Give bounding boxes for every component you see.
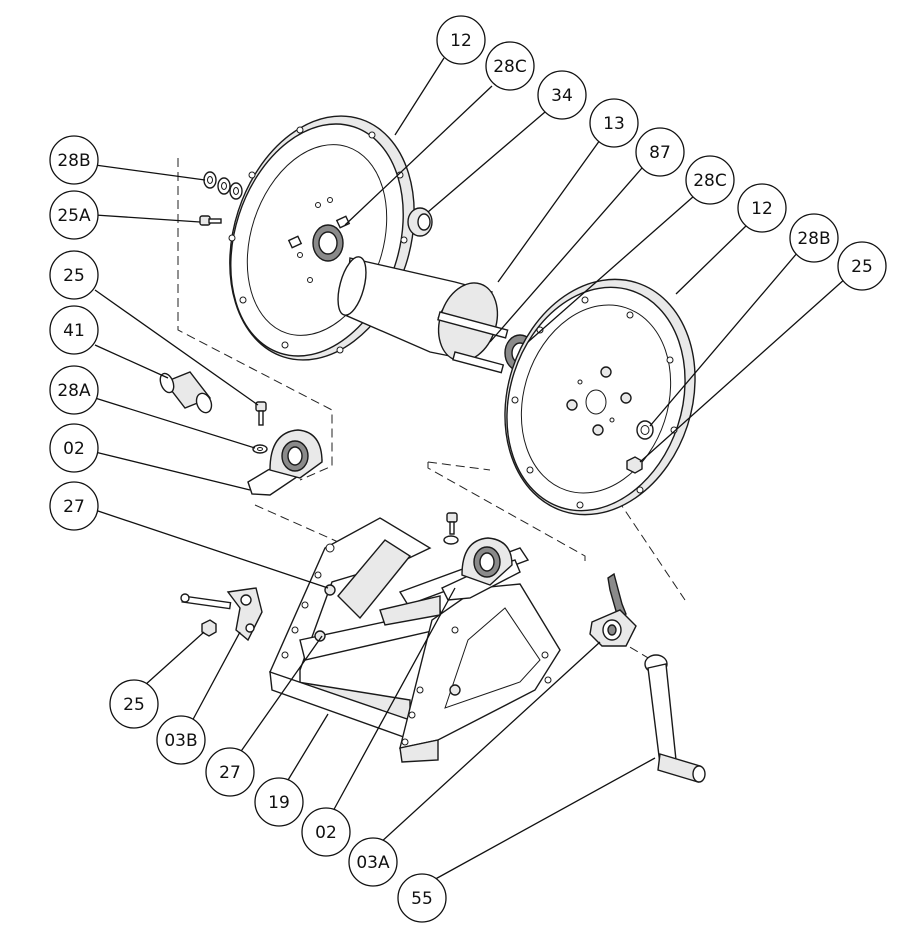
callout-25-left: 25 [49, 250, 99, 300]
callout-label: 28A [57, 381, 91, 401]
callout-25-right: 25 [837, 241, 887, 291]
callout-label: 28C [693, 171, 727, 191]
reel-drum [337, 256, 509, 374]
callout-19: 19 [254, 777, 304, 827]
callout-label: 13 [603, 114, 625, 134]
callout-label: 27 [63, 497, 85, 517]
bolt-25a [199, 215, 222, 226]
base-frame [269, 517, 561, 763]
callout-03b: 03B [156, 715, 206, 765]
callout-28c-top: 28C [485, 41, 535, 91]
swivel-coupling-41 [159, 371, 213, 414]
callout-02-left: 02 [49, 423, 99, 473]
callout-label: 25 [63, 266, 85, 286]
callout-label: 25 [851, 257, 873, 277]
callout-13: 13 [589, 98, 639, 148]
callout-label: 41 [63, 321, 85, 341]
callout-label: 12 [450, 31, 472, 51]
callout-28a: 28A [49, 365, 99, 415]
left-flange-hub [287, 215, 351, 262]
callout-label: 28B [57, 151, 90, 171]
callout-label: 87 [649, 143, 671, 163]
callout-label: 55 [411, 889, 433, 909]
right-flange-nut-25 [626, 456, 643, 474]
washer-stack-28b [203, 171, 243, 200]
callout-41: 41 [49, 305, 99, 355]
callout-03a: 03A [348, 837, 398, 887]
leader-lines [94, 57, 847, 883]
callout-label: 19 [268, 793, 290, 813]
left-pillow-block-bearing [247, 401, 323, 496]
callout-label: 34 [551, 86, 573, 106]
drum-tab-part-34 [407, 207, 433, 237]
callout-28c-right: 28C [685, 155, 735, 205]
callout-34: 34 [537, 70, 587, 120]
callout-label: 02 [315, 823, 337, 843]
assembly-guide-lines [177, 158, 686, 663]
callout-label: 27 [219, 763, 241, 783]
callout-label: 28B [797, 229, 830, 249]
callout-12-top: 12 [436, 15, 486, 65]
callout-25a: 25A [49, 190, 99, 240]
callout-12-right: 12 [737, 183, 787, 233]
right-pillow-block-bearing [441, 512, 521, 601]
brake-assembly-03b [180, 587, 263, 642]
callout-label: 25A [57, 206, 91, 226]
callout-02-bottom: 02 [301, 807, 351, 857]
callout-28b-right: 28B [789, 213, 839, 263]
callout-label: 03B [164, 731, 197, 751]
callout-27-left: 27 [49, 481, 99, 531]
crank-handle-55 [644, 654, 706, 783]
callout-25-bottom: 25 [109, 679, 159, 729]
callout-55: 55 [397, 873, 447, 923]
callout-87: 87 [635, 127, 685, 177]
callout-label: 28C [493, 57, 527, 77]
callout-label: 02 [63, 439, 85, 459]
callout-label: 03A [356, 853, 390, 873]
callout-label: 12 [751, 199, 773, 219]
brake-assembly-03a [589, 572, 637, 647]
callout-28b-left: 28B [49, 135, 99, 185]
callout-label: 25 [123, 695, 145, 715]
callout-27-bottom: 27 [205, 747, 255, 797]
right-flange-washer-28b [636, 420, 654, 440]
right-reel-flange [504, 278, 696, 516]
